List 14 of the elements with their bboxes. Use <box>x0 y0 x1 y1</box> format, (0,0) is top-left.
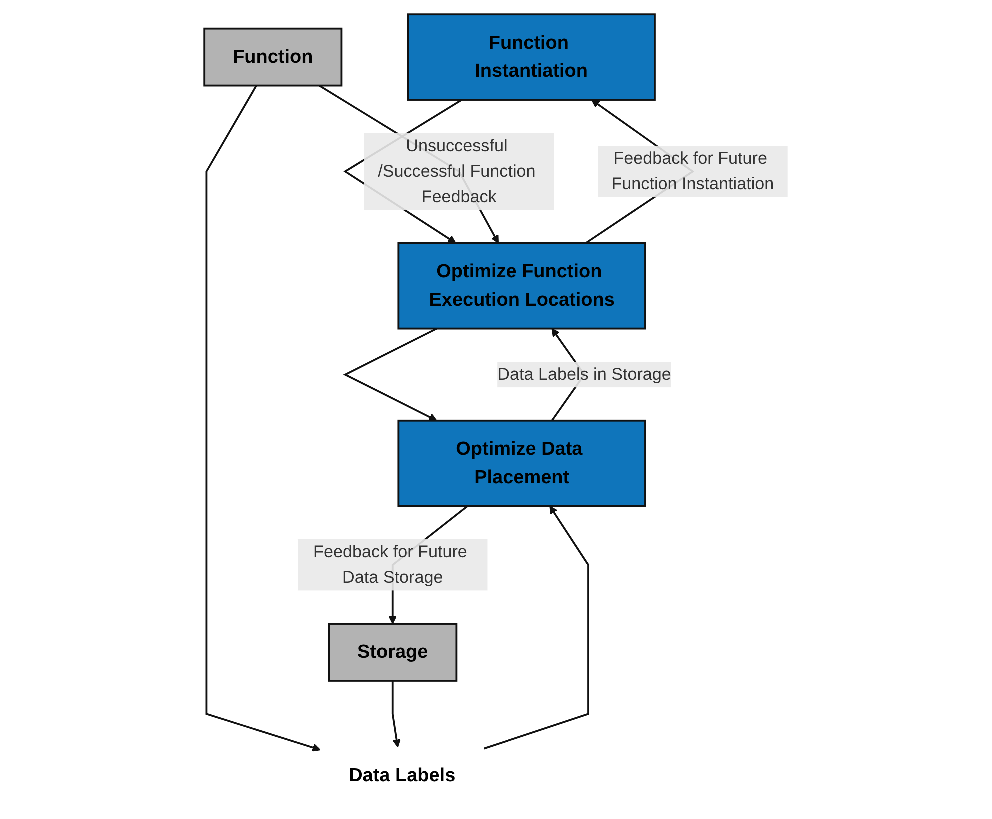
node-box: Function <box>203 28 342 87</box>
edge-label: Data Labels in Storage <box>497 364 672 384</box>
arrow <box>206 85 321 752</box>
node-text: Data Labels <box>348 765 456 786</box>
node-box: Optimize Function Execution Locations <box>397 242 646 330</box>
arrow <box>484 506 590 750</box>
arrow <box>343 328 438 422</box>
node-box: Function Instantiation <box>406 14 656 101</box>
arrow <box>392 680 401 748</box>
node-box: Optimize Data Placement <box>397 420 646 508</box>
edge-label: Unsuccessful /Successful Function Feedback <box>378 136 536 206</box>
edge-label: Feedback for Future Data Storage <box>313 542 468 588</box>
edge-label: Feedback for Future Function Instantiation <box>611 148 774 194</box>
node-box: Storage <box>328 623 458 682</box>
